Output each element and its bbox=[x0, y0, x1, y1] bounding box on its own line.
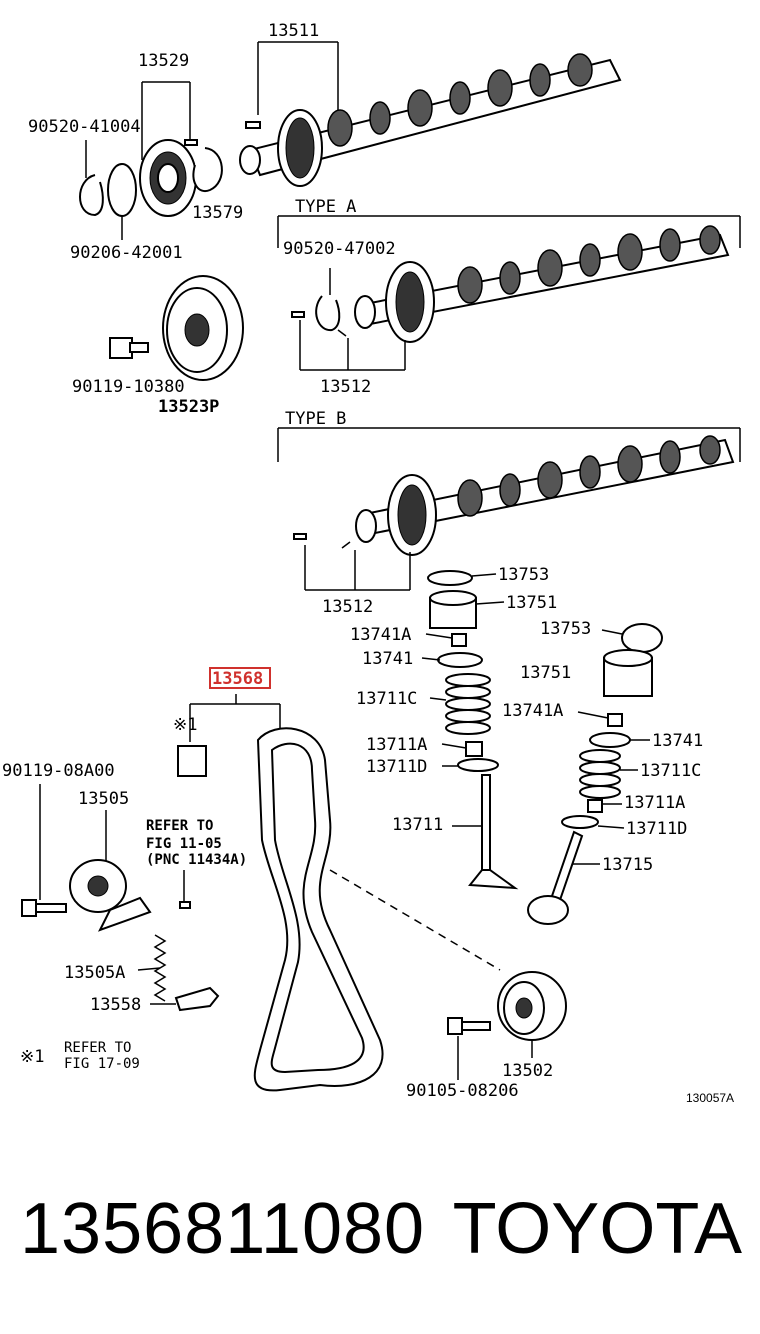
label-90105-08206: 90105-08206 bbox=[406, 1081, 519, 1101]
label-90119-08a00: 90119-08A00 bbox=[2, 761, 115, 781]
highlight-13568 bbox=[209, 667, 271, 689]
gasket-note-1[interactable] bbox=[177, 745, 207, 777]
refer-line-2: FIG 11-05 bbox=[146, 836, 222, 852]
label-13711c-a: 13711C bbox=[356, 689, 417, 709]
seat-13711d-a[interactable] bbox=[457, 758, 499, 772]
seal-13711a-a[interactable] bbox=[465, 741, 483, 757]
label-90520-41004: 90520-41004 bbox=[28, 117, 141, 137]
label-13512-b: 13512 bbox=[322, 597, 373, 617]
bolt-90119-08a00[interactable] bbox=[21, 899, 67, 917]
label-13505: 13505 bbox=[78, 789, 129, 809]
key-13512-a[interactable] bbox=[291, 311, 305, 318]
spring-13711c-b[interactable] bbox=[579, 749, 621, 799]
note-2-mark: ※1 bbox=[20, 1047, 44, 1067]
label-13711a-a: 13711A bbox=[366, 735, 427, 755]
label-13753-b: 13753 bbox=[540, 619, 591, 639]
label-type-a: TYPE A bbox=[295, 197, 356, 217]
valve-13711[interactable] bbox=[468, 774, 519, 890]
label-13711c-b: 13711C bbox=[640, 761, 701, 781]
label-13502: 13502 bbox=[502, 1061, 553, 1081]
ring-13579[interactable] bbox=[192, 147, 223, 193]
label-13751-a: 13751 bbox=[506, 593, 557, 613]
label-13511: 13511 bbox=[268, 21, 319, 41]
label-13741-a: 13741 bbox=[362, 649, 413, 669]
bolt-90119-10380[interactable] bbox=[109, 337, 149, 359]
camshaft-type-b[interactable] bbox=[355, 435, 735, 556]
camshaft-top[interactable] bbox=[239, 53, 622, 187]
label-13753-a: 13753 bbox=[498, 565, 549, 585]
bracket-13558[interactable] bbox=[174, 986, 220, 1012]
label-13529: 13529 bbox=[138, 51, 189, 71]
idler-13505[interactable] bbox=[69, 859, 152, 932]
label-13579: 13579 bbox=[192, 203, 243, 223]
washer-90206-42001[interactable] bbox=[107, 163, 137, 217]
footer-part-number: 1356811080 bbox=[20, 1189, 426, 1269]
label-13523p: 13523P bbox=[158, 397, 219, 417]
label-13711: 13711 bbox=[392, 815, 443, 835]
lifter-13751-b[interactable] bbox=[603, 649, 653, 697]
label-90206-42001: 90206-42001 bbox=[70, 243, 183, 263]
idler-13502[interactable] bbox=[497, 971, 567, 1041]
sprocket-13523p[interactable] bbox=[162, 275, 244, 381]
gear-13529[interactable] bbox=[139, 139, 198, 217]
footer: 1356811080 TOYOTA bbox=[0, 1180, 760, 1300]
refer-line-3: (PNC 11434A) bbox=[146, 852, 247, 868]
label-13711a-b: 13711A bbox=[624, 793, 685, 813]
label-13741a-a: 13741A bbox=[350, 625, 411, 645]
shim-13753-a[interactable] bbox=[427, 570, 473, 586]
retainer-13741-a[interactable] bbox=[437, 652, 483, 668]
snap-ring-90520-41004[interactable] bbox=[79, 174, 104, 217]
label-13741a-b: 13741A bbox=[502, 701, 563, 721]
footer-brand: TOYOTA bbox=[452, 1189, 742, 1269]
lifter-13751-a[interactable] bbox=[429, 590, 477, 629]
keeper-13741a-b[interactable] bbox=[607, 713, 623, 727]
label-13711d-a: 13711D bbox=[366, 757, 427, 777]
key-13512-b[interactable] bbox=[293, 533, 307, 540]
label-13715: 13715 bbox=[602, 855, 653, 875]
label-13568[interactable]: 13568 bbox=[212, 669, 263, 689]
label-13751-b: 13751 bbox=[520, 663, 571, 683]
timing-belt-13568[interactable] bbox=[253, 727, 384, 1092]
label-90119-10380: 90119-10380 bbox=[72, 377, 185, 397]
label-13512-a: 13512 bbox=[320, 377, 371, 397]
label-13741-b: 13741 bbox=[652, 731, 703, 751]
label-90520-47002: 90520-47002 bbox=[283, 239, 396, 259]
valve-13715[interactable] bbox=[527, 830, 584, 925]
label-13711d-b: 13711D bbox=[626, 819, 687, 839]
snap-ring-90520-47002[interactable] bbox=[315, 295, 341, 332]
seat-13711d-b[interactable] bbox=[561, 815, 599, 829]
shim-13753-b[interactable] bbox=[621, 623, 663, 653]
figure-number: 130057A bbox=[686, 1091, 734, 1105]
label-type-b: TYPE B bbox=[285, 409, 346, 429]
seal-13711a-b[interactable] bbox=[587, 799, 603, 813]
retainer-13741-b[interactable] bbox=[589, 732, 631, 748]
note-2-line-1: REFER TO bbox=[64, 1040, 131, 1056]
pin-refer-fig-11-05[interactable] bbox=[179, 901, 191, 909]
label-13505a: 13505A bbox=[64, 963, 125, 983]
refer-line-1: REFER TO bbox=[146, 818, 213, 834]
keeper-13741a-a[interactable] bbox=[451, 633, 467, 647]
bolt-90105-08206[interactable] bbox=[447, 1017, 491, 1035]
spring-13711c-a[interactable] bbox=[445, 673, 491, 735]
note-2-line-2: FIG 17-09 bbox=[64, 1056, 140, 1072]
camshaft-type-a[interactable] bbox=[354, 225, 730, 343]
label-13558: 13558 bbox=[90, 995, 141, 1015]
label-note-1: ※1 bbox=[173, 715, 197, 735]
